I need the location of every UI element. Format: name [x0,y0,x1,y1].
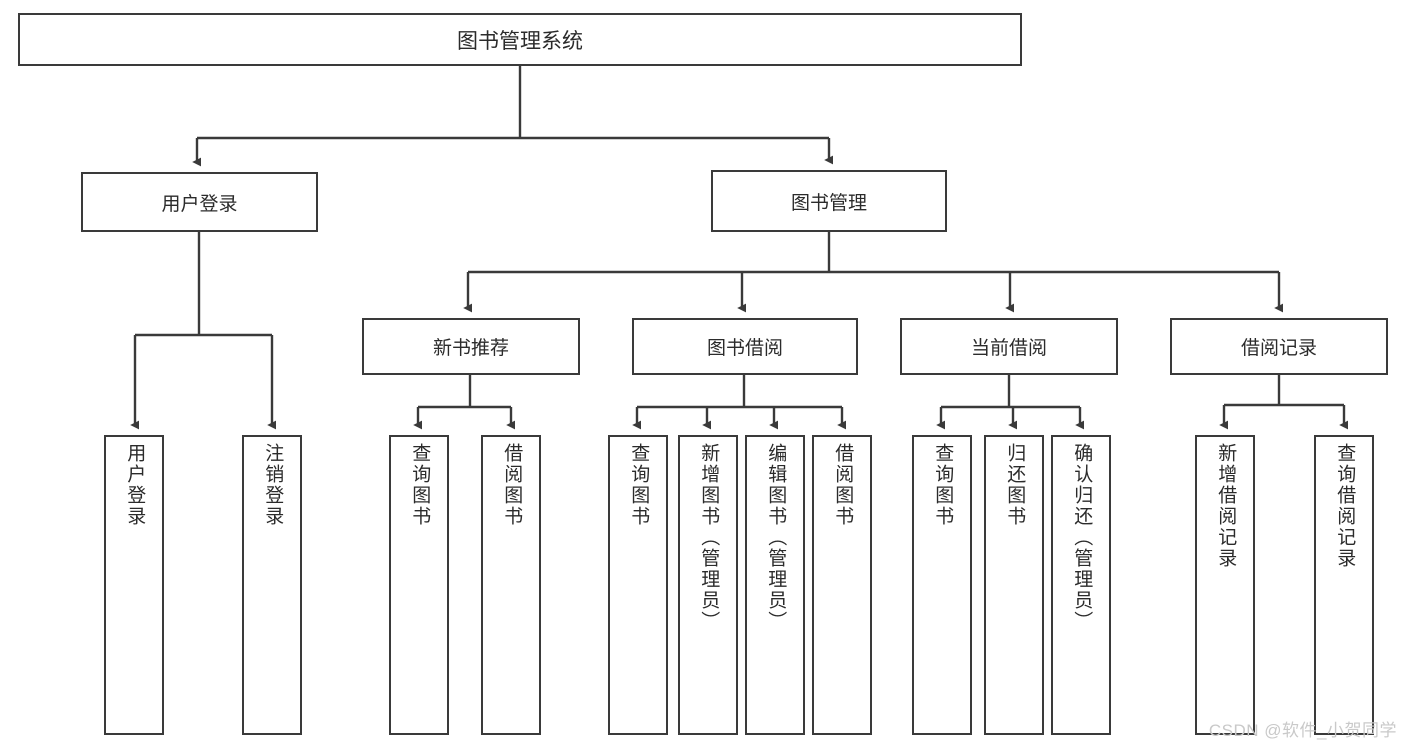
leaf-record-add-record[interactable]: 新增借阅记录 [1195,435,1255,735]
leaf-borrow-add-book-admin[interactable]: 新增图书（管理员） [678,435,738,735]
node-label: 注销登录 [262,443,284,527]
node-label: 图书管理 [790,192,867,214]
node-label: 查询图书 [628,443,650,527]
leaf-current-query-book[interactable]: 查询图书 [912,435,972,735]
node-label: 查询图书 [932,443,954,527]
node-label: 归还图书 [1004,443,1026,527]
node-label: 查询图书 [409,443,431,527]
node-label: 借阅图书 [832,443,854,527]
node-label: 借阅记录 [1240,338,1317,359]
leaf-newbook-borrow-book[interactable]: 借阅图书 [481,435,541,735]
leaf-borrow-borrow-book[interactable]: 借阅图书 [812,435,872,735]
node-label: 新增图书（管理员） [698,443,720,632]
node-label: 新增借阅记录 [1215,443,1237,569]
node-label: 新书推荐 [432,338,509,359]
leaf-borrow-edit-book-admin[interactable]: 编辑图书（管理员） [745,435,805,735]
leaf-newbook-query-book[interactable]: 查询图书 [389,435,449,735]
node-label: 编辑图书（管理员） [765,443,787,632]
node-label: 用户登录 [124,443,146,527]
node-user-login[interactable]: 用户登录 [81,172,318,232]
node-label: 确认归还（管理员） [1071,443,1093,632]
node-root-system[interactable]: 图书管理系统 [18,13,1022,66]
node-label: 借阅图书 [501,443,523,527]
watermark: CSDN @软件_小贺同学 [1208,721,1397,740]
node-label: 用户登录 [161,193,238,215]
leaf-logout-login[interactable]: 注销登录 [242,435,302,735]
node-book-borrow[interactable]: 图书借阅 [632,318,858,375]
node-current-borrow[interactable]: 当前借阅 [900,318,1118,375]
node-label: 当前借阅 [970,338,1047,359]
leaf-record-query-record[interactable]: 查询借阅记录 [1314,435,1374,735]
node-label: 查询借阅记录 [1334,443,1356,569]
node-label: 图书借阅 [706,338,783,359]
leaf-user-login[interactable]: 用户登录 [104,435,164,735]
node-new-book-recommend[interactable]: 新书推荐 [362,318,580,375]
node-label: 图书管理系统 [457,29,583,53]
leaf-current-confirm-return-admin[interactable]: 确认归还（管理员） [1051,435,1111,735]
leaf-borrow-query-book[interactable]: 查询图书 [608,435,668,735]
leaf-current-return-book[interactable]: 归还图书 [984,435,1044,735]
node-book-management[interactable]: 图书管理 [711,170,947,232]
node-borrow-record[interactable]: 借阅记录 [1170,318,1388,375]
